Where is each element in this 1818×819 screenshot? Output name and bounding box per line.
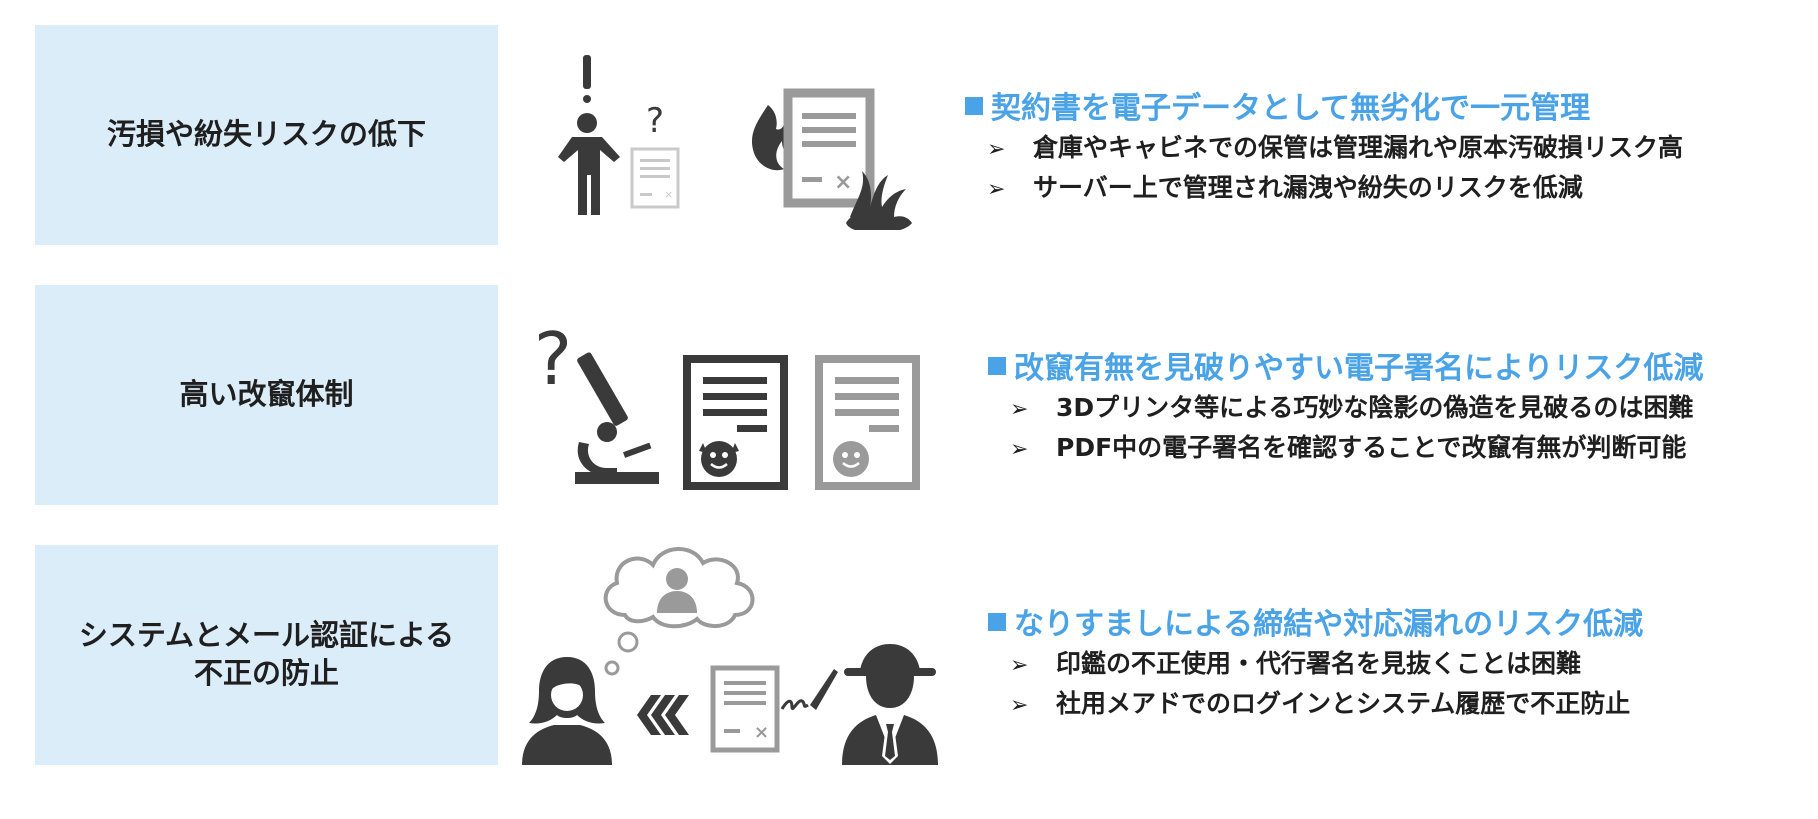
- row-label: システムとメール認証による 不正の防止: [78, 618, 455, 690]
- water-splash-icon: [846, 171, 912, 230]
- microscope-icon: [575, 352, 659, 484]
- bullet-list: ➢倉庫やキャビネでの保管は管理漏れや原本汚破損リスク高 ➢サーバー上で管理され漏…: [987, 129, 1683, 209]
- row-label-box: 高い改竄体制: [35, 285, 498, 505]
- svg-text:×: ×: [834, 170, 852, 195]
- heading-square-icon: [965, 97, 983, 115]
- spy-icon: [842, 644, 938, 765]
- list-item: ➢倉庫やキャビネでの保管は管理漏れや原本汚破損リスク高: [987, 129, 1683, 169]
- bullet-arrow-icon: ➢: [987, 137, 1006, 162]
- thought-bubble-icon: [604, 631, 639, 676]
- svg-text:×: ×: [754, 722, 769, 743]
- list-item: ➢サーバー上で管理され漏洩や紛失のリスクを低減: [987, 169, 1683, 209]
- question-mark-icon: ?: [646, 101, 664, 140]
- devil-document-icon: [683, 355, 788, 490]
- document-icon: ×: [710, 665, 780, 753]
- bullet-arrow-icon: ➢: [1010, 437, 1029, 462]
- list-item: ➢3Dプリンタ等による巧妙な陰影の偽造を見破るのは困難: [1010, 389, 1693, 429]
- row-heading: 改竄有無を見破りやすい電子署名によりリスク低減: [1014, 351, 1704, 386]
- confused-person-icon: [558, 55, 620, 215]
- burning-document-icon: ×: [751, 88, 875, 208]
- risk-row-3: システムとメール認証による 不正の防止: [0, 545, 1818, 765]
- row-label: 高い改竄体制: [179, 377, 354, 412]
- row-illustration: ? × ×: [515, 25, 945, 245]
- row-heading: 契約書を電子データとして無劣化で一元管理: [991, 91, 1591, 126]
- woman-icon: [522, 657, 612, 765]
- svg-text:?: ?: [534, 320, 572, 395]
- signature-pen-icon: [780, 669, 838, 710]
- row-heading: なりすましによる締結や対応漏れのリスク低減: [1014, 607, 1644, 642]
- list-item: ➢社用メアドでのログインとシステム履歴で不正防止: [1010, 685, 1630, 725]
- risk-row-1: 汚損や紛失リスクの低下 ? × × 契約書を: [0, 25, 1818, 245]
- bullet-arrow-icon: ➢: [1010, 397, 1029, 422]
- bullet-arrow-icon: ➢: [1010, 653, 1029, 678]
- smiley-document-icon: [815, 355, 920, 490]
- heading-square-icon: [988, 613, 1006, 631]
- list-item: ➢PDF中の電子署名を確認することで改竄有無が判断可能: [1010, 429, 1693, 469]
- bullet-list: ➢印鑑の不正使用・代行署名を見抜くことは困難 ➢社用メアドでのログインとシステム…: [1010, 645, 1630, 725]
- risk-row-2: 高い改竄体制 ?: [0, 285, 1818, 505]
- bullet-arrow-icon: ➢: [1010, 693, 1029, 718]
- list-item: ➢印鑑の不正使用・代行署名を見抜くことは困難: [1010, 645, 1630, 685]
- row-label: 汚損や紛失リスクの低下: [106, 117, 426, 152]
- row-illustration: ×: [515, 545, 945, 765]
- svg-text:×: ×: [664, 188, 673, 201]
- row-label-box: 汚損や紛失リスクの低下: [35, 25, 498, 245]
- question-mark-icon: ?: [534, 320, 572, 395]
- bullet-arrow-icon: ➢: [987, 177, 1006, 202]
- document-icon: ×: [630, 147, 680, 209]
- svg-text:?: ?: [646, 101, 664, 140]
- row-illustration: ?: [515, 285, 945, 505]
- bullet-list: ➢3Dプリンタ等による巧妙な陰影の偽造を見破るのは困難 ➢PDF中の電子署名を確…: [1010, 389, 1693, 469]
- chevron-left-icon: [637, 695, 689, 735]
- heading-square-icon: [988, 357, 1006, 375]
- row-label-box: システムとメール認証による 不正の防止: [35, 545, 498, 765]
- thought-cloud-person-icon: [603, 547, 755, 629]
